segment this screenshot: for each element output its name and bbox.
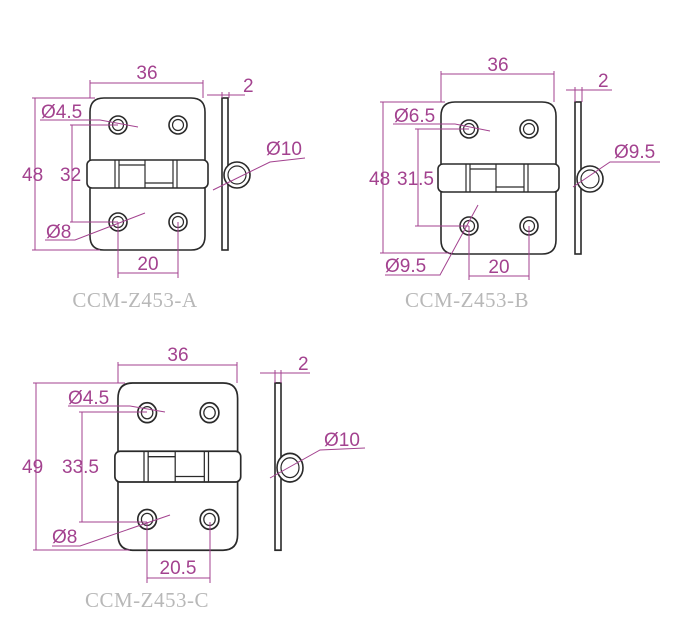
countersink-diameter: Ø9.5	[385, 256, 426, 277]
hole-spacing-horizontal: 20	[137, 254, 158, 275]
dimension-lines	[32, 80, 306, 278]
hinge-side-view	[574, 101, 604, 255]
model-caption: CCM-Z453-B	[405, 288, 529, 312]
height-dimension: 48	[369, 169, 390, 190]
height-dimension: 48	[22, 165, 43, 186]
hole-diameter: Ø6.5	[394, 106, 435, 127]
model-caption: CCM-Z453-A	[72, 288, 198, 312]
thickness-dimension: 2	[243, 76, 254, 97]
hole-spacing-vertical: 32	[60, 165, 81, 186]
countersink-diameter: Ø8	[52, 527, 77, 548]
width-dimension: 36	[136, 63, 157, 84]
hole-diameter: Ø4.5	[41, 102, 82, 123]
pin-diameter: Ø10	[266, 139, 302, 160]
model-caption: CCM-Z453-C	[85, 588, 209, 612]
pin-diameter: Ø9.5	[614, 142, 655, 163]
height-dimension: 49	[22, 457, 43, 478]
thickness-dimension: 2	[598, 71, 609, 92]
hole-spacing-horizontal: 20	[488, 257, 509, 278]
drawing-b: 36 2 48 31.5 Ø6.5 Ø9.5 Ø9.5 20 CCM-Z453-…	[369, 55, 660, 312]
dimension-lines	[380, 71, 660, 280]
hole-diameter: Ø4.5	[68, 388, 109, 409]
hole-spacing-vertical: 31.5	[397, 169, 434, 190]
drawing-a: 36 2 48 32 Ø4.5 Ø8 Ø10 20 CCM-Z453-A	[22, 63, 306, 312]
pin-diameter: Ø10	[324, 430, 360, 451]
width-dimension: 36	[487, 55, 508, 76]
hole-spacing-horizontal: 20.5	[160, 558, 197, 579]
hole-spacing-vertical: 33.5	[62, 457, 99, 478]
hinge-front-view	[113, 382, 242, 552]
countersink-diameter: Ø8	[46, 222, 71, 243]
dimension-lines	[33, 362, 366, 583]
hinge-front-view	[437, 101, 560, 255]
hinge-side-view	[274, 382, 304, 552]
thickness-dimension: 2	[298, 354, 309, 375]
drawing-c: 36 2 49 33.5 Ø4.5 Ø8 Ø10 20.5 CCM-Z453-C	[22, 345, 366, 612]
width-dimension: 36	[167, 345, 188, 366]
